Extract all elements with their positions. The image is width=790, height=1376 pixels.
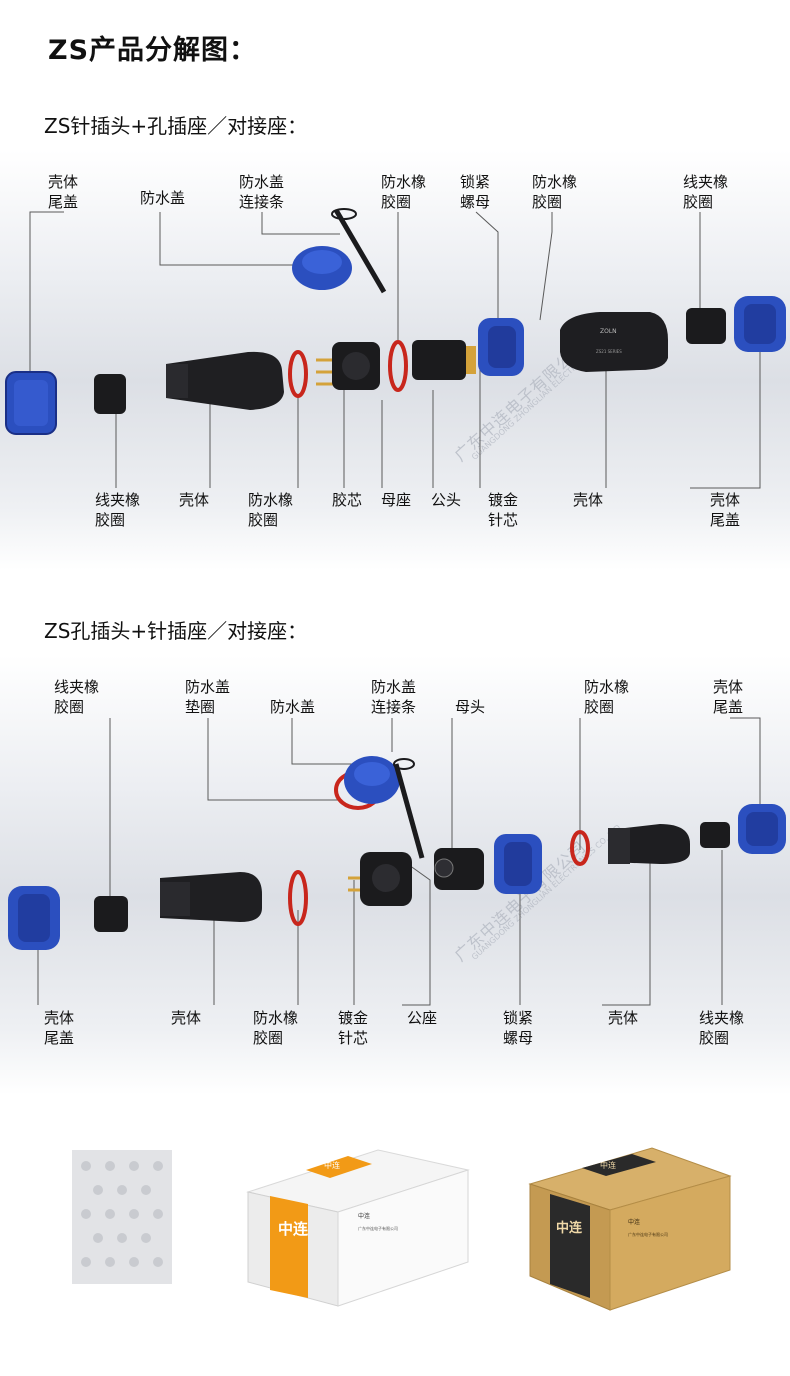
s2-clamp-seal-right xyxy=(700,822,730,848)
s2-tail-cap-left xyxy=(8,886,60,950)
section1-heading: ZS针插头+孔插座／对接座： xyxy=(44,114,308,138)
white-box-brand-small: 中连 xyxy=(358,1212,370,1220)
s1-label-tail-cap: 壳体 尾盖 xyxy=(48,173,79,211)
s1-tail-cap-left xyxy=(5,371,57,435)
s2-cap-strap xyxy=(393,763,425,859)
s2-label-cap-strap: 防水盖 连接条 xyxy=(371,678,417,716)
s1-label-oring-b: 防水橡 胶圈 xyxy=(248,491,294,529)
s1-label-dust-cap: 防水盖 xyxy=(140,189,186,207)
s2-oring-1 xyxy=(288,870,308,926)
s2-lock-nut xyxy=(494,834,542,894)
s1-shell-brand: ZOLN xyxy=(600,328,617,335)
section1-leader-lines xyxy=(29,211,761,489)
s2-label-clamp-seal: 线夹橡 胶圈 xyxy=(54,678,100,716)
s1-clamp-seal-left xyxy=(94,374,126,414)
s1-lock-nut xyxy=(478,318,524,376)
s2-label-female-head: 母头 xyxy=(455,698,486,716)
kraft-box-lid-brand: 中连 xyxy=(600,1160,616,1170)
white-box-brand: 中连 xyxy=(278,1220,309,1238)
s1-clamp-seal-right xyxy=(686,308,726,344)
s1-oring-1 xyxy=(288,350,308,398)
s2-label-shell-2: 壳体 xyxy=(608,1009,639,1027)
kraft-box-brand-small: 中连 xyxy=(628,1218,640,1226)
s1-label-insert: 胶芯 xyxy=(332,491,363,509)
s1-label-male-head: 公头 xyxy=(431,491,462,509)
s2-label-oring: 防水橡 胶圈 xyxy=(584,678,630,716)
s1-label-oring: 防水橡 胶圈 xyxy=(381,173,427,211)
s2-label-cap-washer: 防水盖 垫圈 xyxy=(185,678,231,716)
kraft-box-brand: 中连 xyxy=(556,1220,583,1236)
s2-male-socket xyxy=(360,852,412,906)
s1-label-tail-cap-b: 壳体 尾盖 xyxy=(710,491,741,529)
white-box-lid-brand: 中连 xyxy=(324,1160,340,1170)
s1-shell-body-right: ZOLN ZS21 SERIES xyxy=(560,312,668,372)
s1-gold-pins-1 xyxy=(316,358,334,386)
s1-male-head xyxy=(412,340,476,380)
s1-tail-cap-right xyxy=(734,296,786,352)
page-title: ZS产品分解图： xyxy=(48,35,258,66)
s1-label-cap-strap: 防水盖 连接条 xyxy=(239,173,285,211)
kraft-box: 中连 中连 广东中连电子有限公司 中连 xyxy=(528,1147,732,1311)
s2-gold-pins xyxy=(348,876,362,892)
s2-shell-body-left xyxy=(160,872,262,922)
s2-tail-cap-right xyxy=(738,804,786,854)
s1-cap-strap xyxy=(333,208,387,294)
s2-label-clamp-seal-b: 线夹橡 胶圈 xyxy=(699,1009,745,1047)
s2-dust-cap xyxy=(334,756,425,859)
white-box: 中连 中连 广东中连电子有限公司 中连 xyxy=(246,1149,470,1307)
s2-label-shell: 壳体 xyxy=(171,1009,202,1027)
s2-shell-body-right xyxy=(608,824,690,864)
s2-oring-2 xyxy=(570,830,590,866)
white-box-company: 广东中连电子有限公司 xyxy=(358,1225,398,1231)
s2-label-tail-cap-b: 壳体 尾盖 xyxy=(44,1009,75,1047)
kraft-box-company: 广东中连电子有限公司 xyxy=(628,1231,668,1237)
s1-label-lock-nut: 锁紧 螺母 xyxy=(460,173,491,211)
s2-label-tail-cap: 壳体 尾盖 xyxy=(713,678,744,716)
s1-label-gold-pin: 镀金 针芯 xyxy=(488,491,519,529)
foam-bag xyxy=(72,1150,172,1284)
s2-label-male-socket: 公座 xyxy=(407,1009,438,1027)
section2-heading: ZS孔插头+针插座／对接座： xyxy=(44,619,308,643)
s1-label-shell: 壳体 xyxy=(179,491,210,509)
s1-oring-2 xyxy=(388,340,408,392)
s1-label-shell-2: 壳体 xyxy=(573,491,604,509)
s1-label-clamp-seal: 线夹橡 胶圈 xyxy=(683,173,729,211)
s1-shell-body-left xyxy=(166,351,284,410)
s1-dust-cap xyxy=(292,208,387,294)
s2-clamp-seal-left xyxy=(94,896,128,932)
s1-label-oring-2: 防水橡 胶圈 xyxy=(532,173,578,211)
s2-label-gold-pin: 镀金 针芯 xyxy=(338,1009,369,1047)
s2-label-dust-cap: 防水盖 xyxy=(270,698,316,716)
s2-label-oring-b: 防水橡 胶圈 xyxy=(253,1009,299,1047)
s2-female-head xyxy=(434,848,484,890)
s1-female-socket xyxy=(332,342,380,390)
s1-shell-series: ZS21 SERIES xyxy=(596,349,622,354)
s1-label-clamp-seal-b: 线夹橡 胶圈 xyxy=(95,491,141,529)
s2-label-lock-nut: 锁紧 螺母 xyxy=(503,1009,534,1047)
s1-label-female-socket: 母座 xyxy=(381,491,412,509)
